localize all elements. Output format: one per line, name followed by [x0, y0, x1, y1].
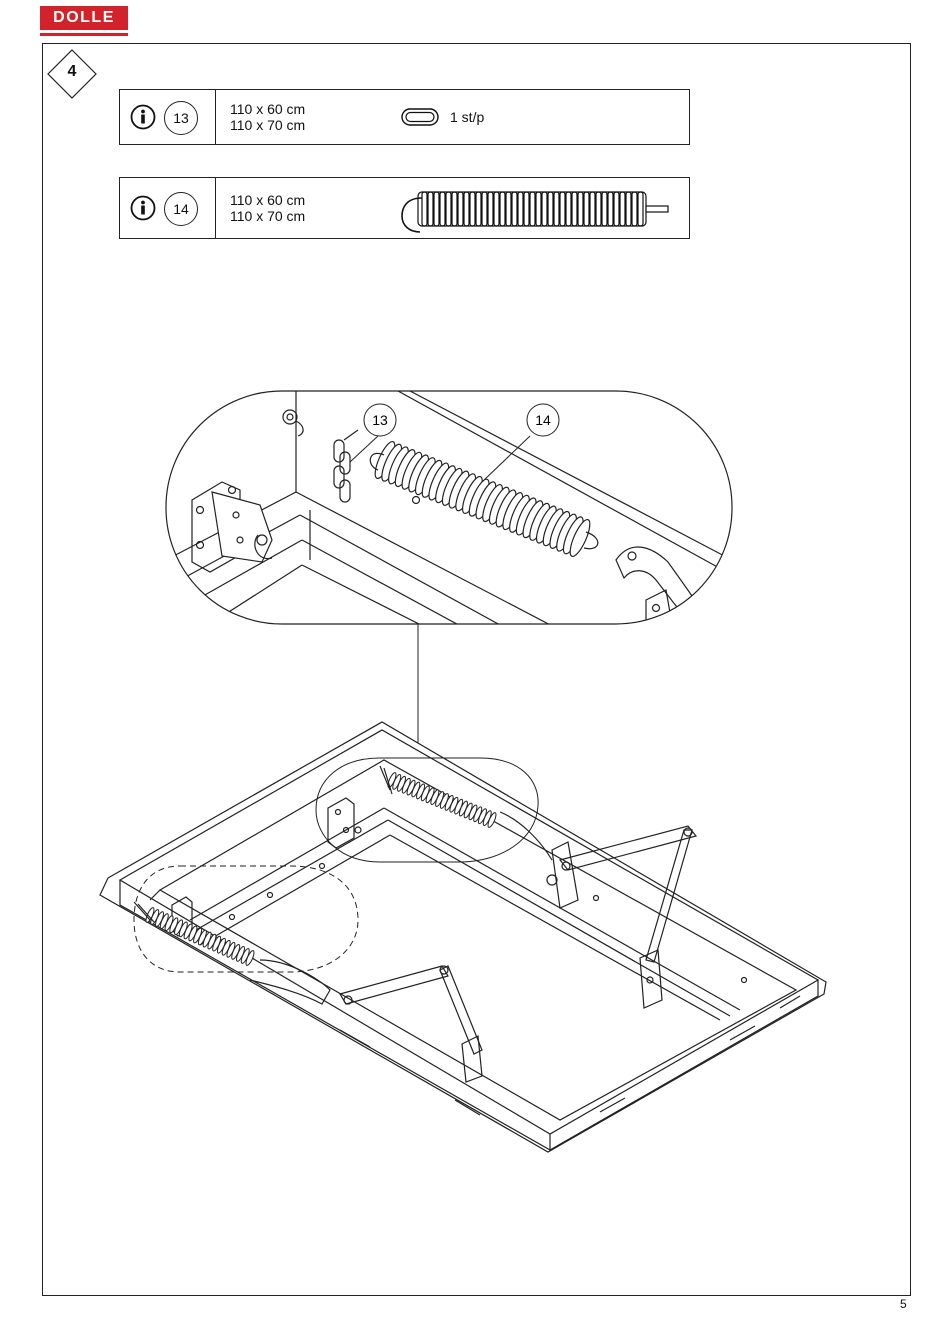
size-line: 110 x 70 cm [230, 208, 306, 224]
page-frame [42, 43, 911, 1296]
callout-14-label: 14 [535, 412, 551, 428]
brand-logo: DOLLE [40, 6, 128, 36]
logo-box [40, 6, 128, 30]
row-divider [215, 178, 216, 238]
detail-view [165, 390, 733, 625]
info-icon [130, 104, 156, 130]
part-quantity: 1 st/p [450, 109, 485, 125]
part-badge-14: 14 [164, 192, 198, 226]
step-number: 4 [67, 63, 77, 80]
page-number: 5 [900, 1297, 907, 1311]
step-diamond-icon [47, 49, 97, 99]
size-line: 110 x 60 cm [230, 101, 306, 117]
callout-13: 13 [363, 403, 397, 437]
part-sizes: 110 x 60 cm 110 x 70 cm [230, 192, 305, 224]
dashed-outline [133, 865, 359, 973]
row-divider [215, 90, 216, 144]
part-badge-13: 13 [164, 101, 198, 135]
size-line: 110 x 70 cm [230, 117, 306, 133]
part-row-14: 14 110 x 60 cm 110 x 70 cm [119, 177, 690, 239]
callout-13-label: 13 [372, 412, 388, 428]
size-line: 110 x 60 cm [230, 192, 306, 208]
spring-icon [401, 191, 669, 233]
part-row-13: 13 110 x 60 cm 110 x 70 cm 1 st/p [119, 89, 690, 145]
chain-link-icon [401, 108, 439, 126]
callout-14: 14 [526, 403, 560, 437]
part-sizes: 110 x 60 cm 110 x 70 cm [230, 101, 305, 133]
logo-text: DOLLE [53, 9, 115, 26]
detail-outline [315, 757, 539, 863]
hatch-frame [99, 721, 827, 1153]
info-icon [130, 195, 156, 221]
logo-underline [40, 33, 128, 36]
